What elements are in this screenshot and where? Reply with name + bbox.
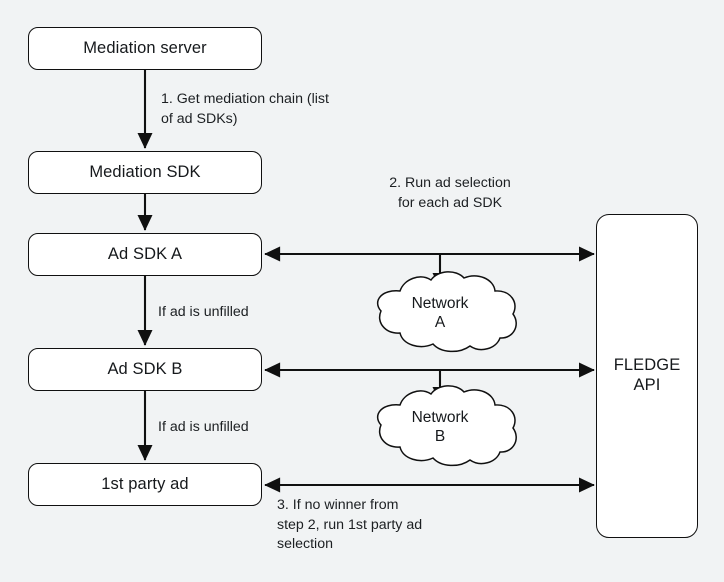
- node-fledge-api[interactable]: FLEDGE API: [596, 214, 698, 538]
- node-network-a-label: Network A: [411, 295, 469, 332]
- node-mediation-sdk[interactable]: Mediation SDK: [28, 151, 262, 194]
- node-ad-sdk-b[interactable]: Ad SDK B: [28, 348, 262, 391]
- node-ad-sdk-b-label: Ad SDK B: [107, 359, 183, 378]
- node-first-party-ad[interactable]: 1st party ad: [28, 463, 262, 506]
- network-b-cloud-shape: [376, 385, 517, 467]
- edge-label-step-3: 3. If no winner from step 2, run 1st par…: [277, 497, 423, 553]
- node-fledge-api-label: FLEDGE API: [613, 356, 681, 394]
- edge-label-unfilled-b: If ad is unfilled: [158, 419, 249, 435]
- node-mediation-server-label: Mediation server: [83, 38, 207, 57]
- node-network-b-label: Network B: [411, 409, 469, 446]
- node-mediation-server[interactable]: Mediation server: [28, 27, 262, 70]
- node-first-party-ad-label: 1st party ad: [101, 474, 189, 493]
- edge-label-unfilled-a: If ad is unfilled: [158, 304, 249, 320]
- edge-label-step-2: 2. Run ad selection for each ad SDK: [389, 175, 511, 211]
- edge-label-step-1: 1. Get mediation chain (list of ad SDKs): [161, 91, 329, 127]
- node-ad-sdk-a-label: Ad SDK A: [107, 244, 183, 263]
- node-mediation-sdk-label: Mediation SDK: [89, 162, 201, 181]
- network-a-cloud-shape: [376, 271, 517, 353]
- node-ad-sdk-a[interactable]: Ad SDK A: [28, 233, 262, 276]
